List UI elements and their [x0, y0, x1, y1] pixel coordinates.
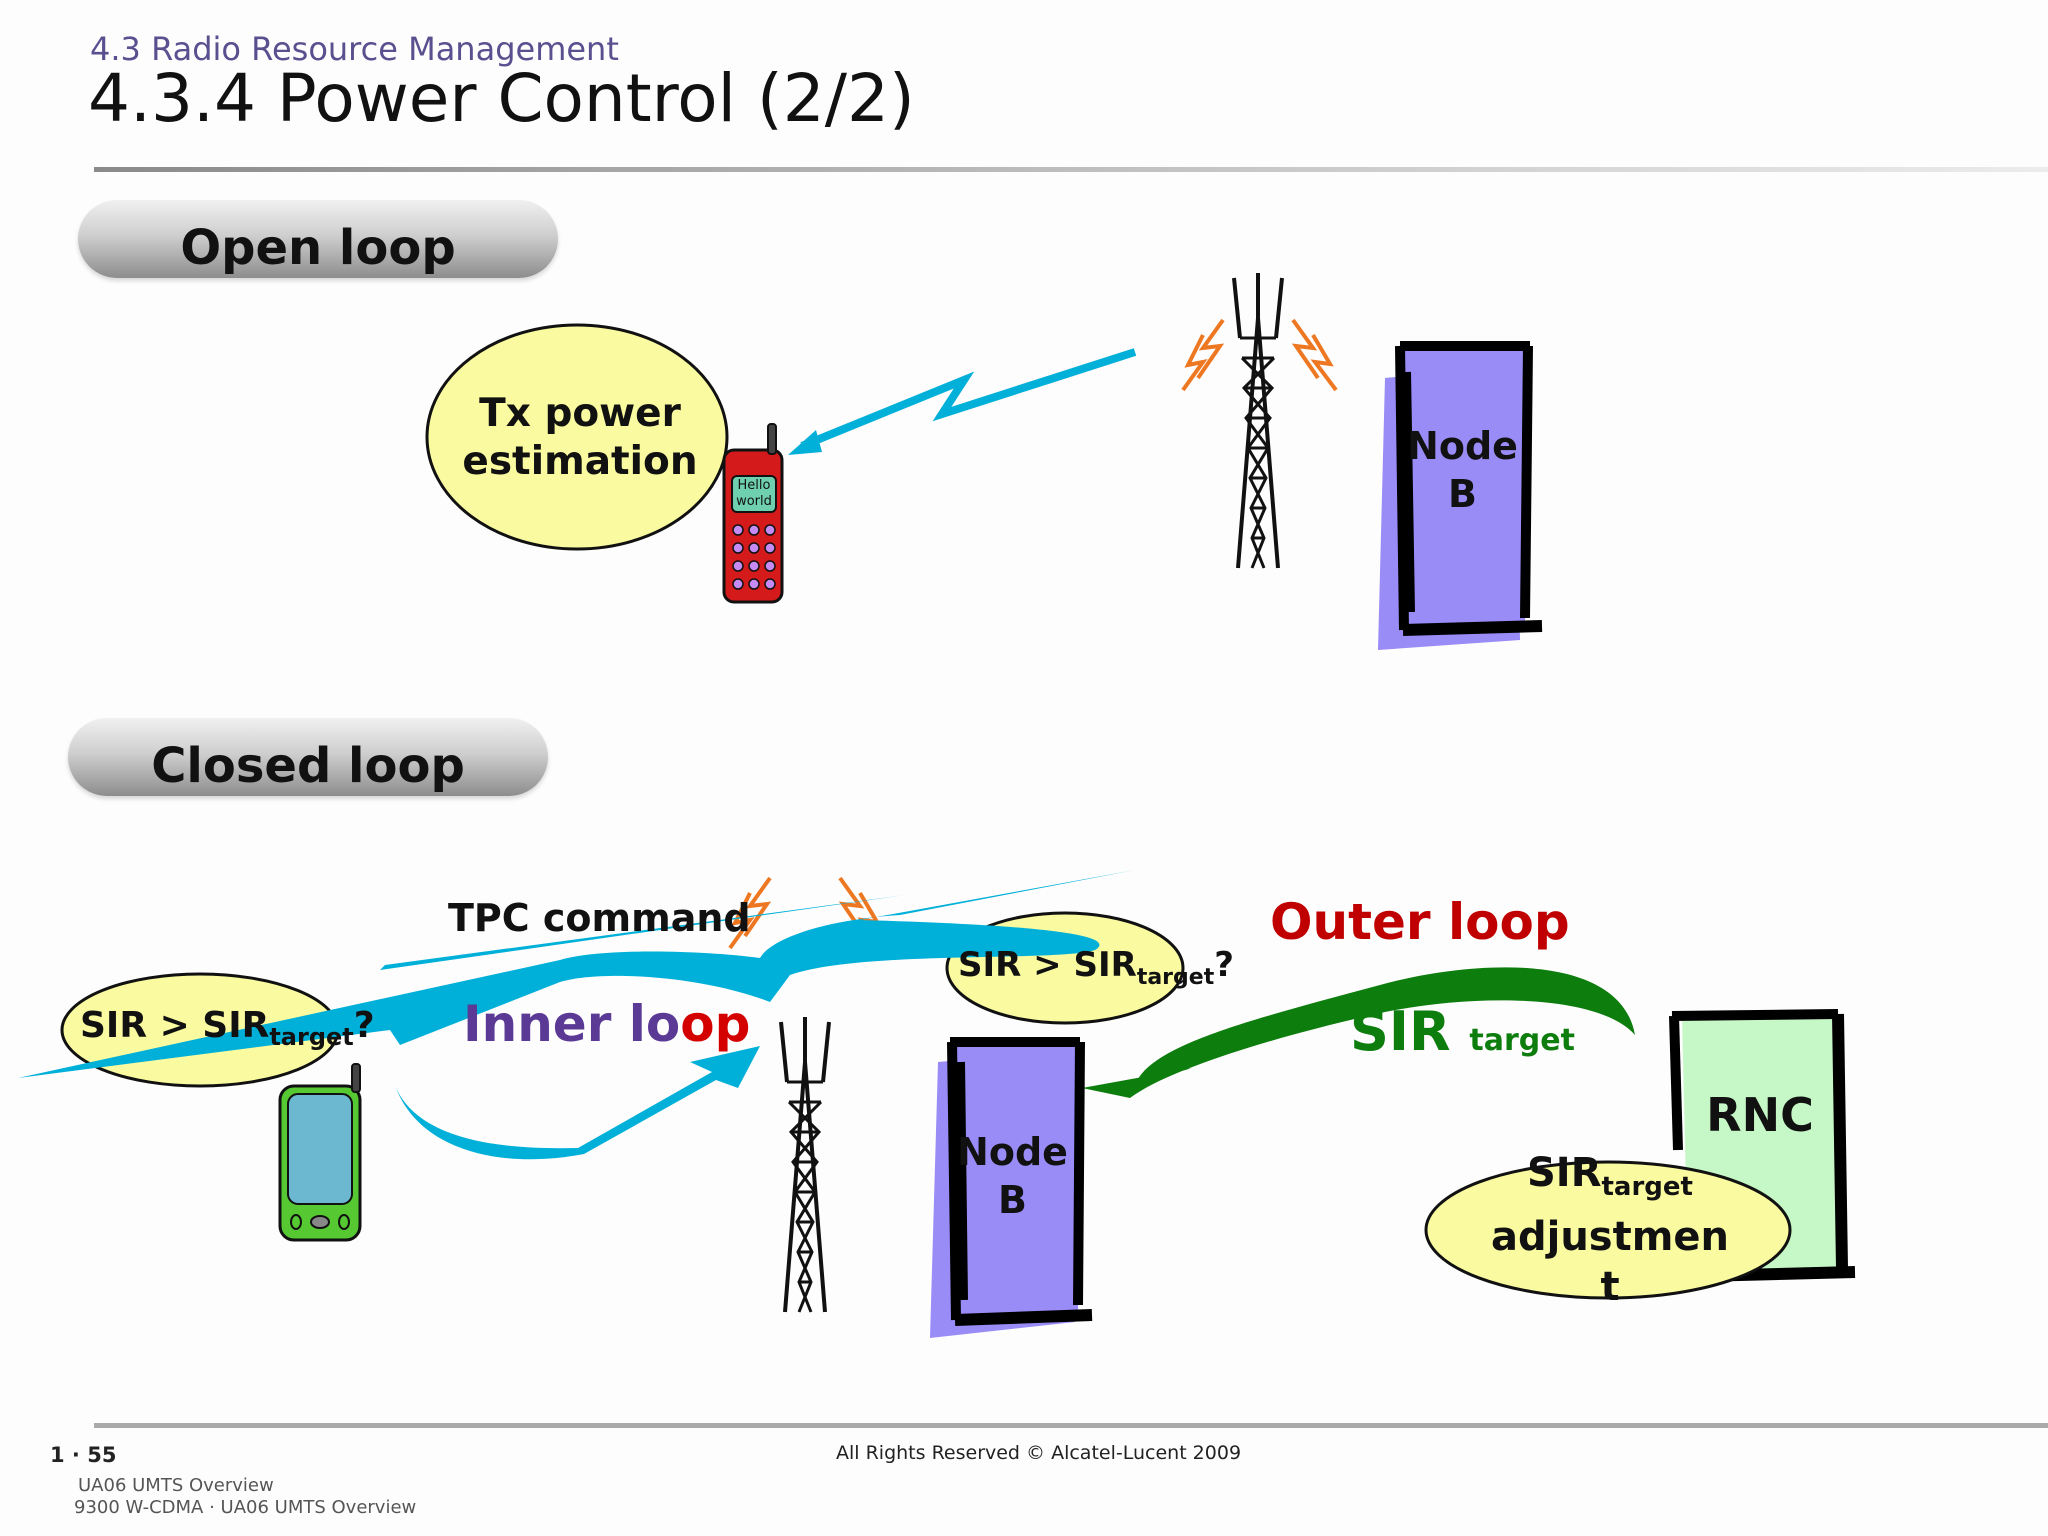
tx-power-label: Tx power estimation — [462, 391, 698, 484]
antenna-tower-icon — [1232, 271, 1284, 570]
outer-loop-label: Outer loop — [1270, 893, 1570, 951]
node-b-label-bottom: Node B — [957, 1130, 1068, 1222]
sir-check-left-label: SIR > SIRtarget? — [80, 1005, 375, 1052]
open-loop-pill: Open loop — [78, 200, 558, 278]
sir-adjustment-bubble — [1424, 1160, 1792, 1300]
section-subtitle: 4.3 Radio Resource Management — [90, 30, 619, 68]
node-b-top — [1378, 341, 1543, 650]
course-name: UA06 UMTS Overview — [78, 1475, 274, 1496]
antenna-tower-icon-2 — [779, 1015, 831, 1314]
copyright-text: All Rights Reserved © Alcatel-Lucent 200… — [836, 1442, 1242, 1464]
header-divider — [94, 167, 2048, 172]
sir-compare-label: SIR > SIRtarget? — [958, 945, 1234, 990]
phone-screen-text: Hello world — [736, 478, 772, 509]
sir-adjustment-label: SIRtarget adjustmen t — [1490, 1150, 1730, 1310]
course-subtitle: 9300 W-CDMA · UA06 UMTS Overview — [74, 1497, 417, 1518]
outer-loop-arrow — [1082, 967, 1635, 1098]
tpc-command-downlink — [18, 870, 1135, 1078]
page-number: 1 · 55 — [50, 1443, 117, 1467]
page-title: 4.3.4 Power Control (2/2) — [88, 60, 915, 137]
inner-loop-label: Inner loop — [463, 995, 751, 1053]
tx-power-bubble — [425, 323, 729, 551]
footer-divider — [94, 1423, 2048, 1428]
node-b-label-top: Node B — [1407, 424, 1518, 516]
sir-target-label: SIR target — [1350, 1000, 1575, 1063]
arrow-icon — [788, 430, 822, 455]
tpc-command-label: TPC command — [448, 896, 751, 940]
green-phone-icon — [278, 1063, 362, 1242]
red-phone-icon — [722, 423, 784, 604]
node-b-bottom — [930, 1037, 1093, 1338]
closed-loop-pill: Closed loop — [68, 718, 548, 796]
inner-loop-uplink — [396, 1046, 760, 1160]
lightning-link-icon — [800, 348, 1137, 450]
rnc-label: RNC — [1706, 1088, 1814, 1142]
